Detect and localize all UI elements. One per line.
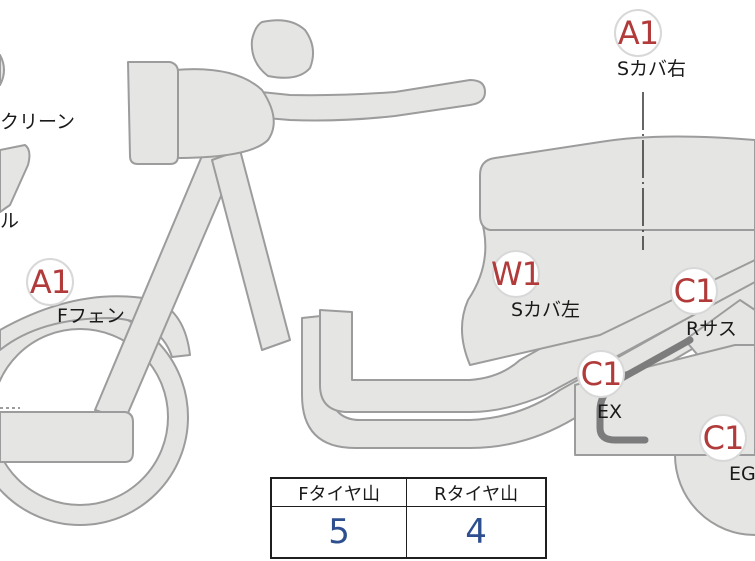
badge-s-cover-right: A1 (614, 9, 662, 57)
label-engine: EG (729, 463, 755, 485)
windscreen-shape (0, 144, 31, 213)
value-front-tire: 5 (270, 506, 408, 559)
seat-shape (479, 135, 755, 231)
headlight-shape (127, 61, 179, 165)
label-s-cover-right: Sカバ右 (617, 58, 687, 80)
badge-f-fender: A1 (26, 258, 74, 306)
floor-board-shape (319, 227, 755, 413)
badge-engine: C1 (699, 414, 747, 462)
label-handle: ル (0, 210, 20, 232)
frame-front-tube (211, 149, 291, 351)
side-cover-shape (460, 214, 755, 366)
mirror-stub-shape (0, 54, 5, 86)
tire-tread-table: Fタイヤ山 Rタイヤ山 5 4 (270, 477, 547, 559)
label-screen: クリーン (0, 111, 76, 133)
meter-shape (250, 19, 315, 79)
header-rear-tire: Rタイヤ山 (406, 477, 547, 508)
headlight-housing (174, 68, 275, 159)
label-s-cover-left: Sカバ左 (511, 299, 581, 321)
label-f-fender: Fフェン (57, 305, 125, 327)
value-rear-tire: 4 (406, 506, 547, 559)
header-front-tire: Fタイヤ山 (270, 477, 408, 508)
badge-exhaust: C1 (577, 350, 625, 398)
badge-s-cover-left: W1 (491, 250, 542, 298)
label-exhaust: EX (597, 401, 623, 423)
badge-r-suspension: C1 (670, 267, 718, 315)
axle-block-shape (0, 411, 134, 463)
label-r-suspension: Rサス (686, 318, 737, 340)
